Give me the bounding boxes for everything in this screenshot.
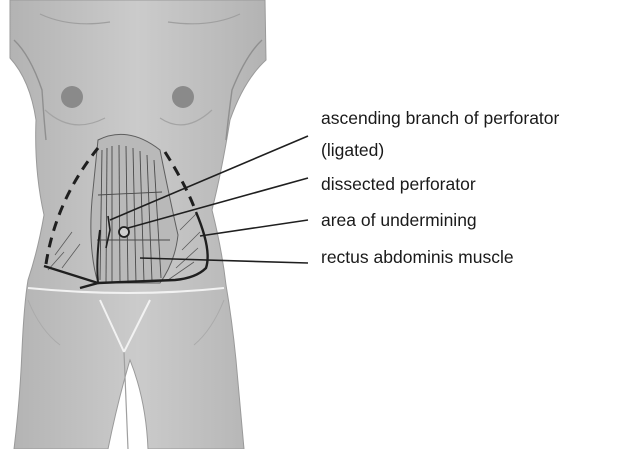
label-ascending-branch-note: (ligated) <box>321 139 384 161</box>
label-rectus-muscle: rectus abdominis muscle <box>321 246 514 268</box>
label-dissected-perforator: dissected perforator <box>321 173 476 195</box>
label-ascending-branch: ascending branch of perforator <box>321 107 559 129</box>
perforator-marker <box>119 227 129 237</box>
right-nipple <box>172 86 194 108</box>
label-undermining: area of undermining <box>321 209 477 231</box>
left-nipple <box>61 86 83 108</box>
